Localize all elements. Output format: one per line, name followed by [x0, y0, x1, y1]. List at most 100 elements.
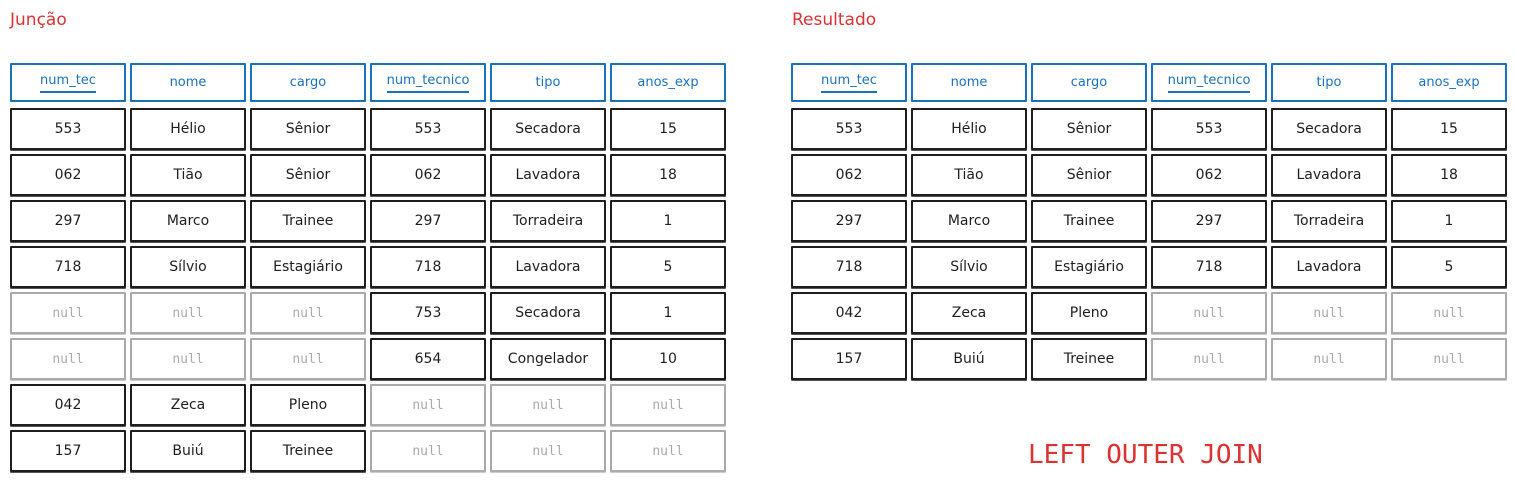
- table-cell: 297: [10, 200, 126, 242]
- column-header-label: nome: [169, 75, 207, 90]
- table-cell: Buiú: [130, 430, 246, 472]
- table-cell: 718: [1151, 246, 1267, 288]
- table-cell: Sílvio: [130, 246, 246, 288]
- table-cell: 157: [791, 338, 907, 380]
- null-cell: null: [610, 430, 726, 472]
- table-cell: 553: [1151, 108, 1267, 150]
- table-cell: Marco: [911, 200, 1027, 242]
- column-header: num_tec: [791, 63, 907, 102]
- table-cell: Secadora: [490, 108, 606, 150]
- table-cell: Secadora: [1271, 108, 1387, 150]
- table-cell: 5: [610, 246, 726, 288]
- column-header: tipo: [1271, 63, 1387, 102]
- column-header: num_tec: [10, 63, 126, 102]
- column-header-label: num_tecnico: [1167, 73, 1251, 93]
- table-cell: 553: [370, 108, 486, 150]
- column-header: num_tecnico: [1151, 63, 1267, 102]
- null-cell: null: [130, 292, 246, 334]
- table-cell: Sênior: [250, 108, 366, 150]
- column-header-label: anos_exp: [1418, 75, 1480, 90]
- null-cell: null: [1151, 292, 1267, 334]
- column-header-label: tipo: [1316, 75, 1342, 90]
- table-cell: Trainee: [250, 200, 366, 242]
- table-cell: 718: [370, 246, 486, 288]
- column-header: cargo: [1031, 63, 1147, 102]
- column-header: tipo: [490, 63, 606, 102]
- table-cell: 1: [610, 200, 726, 242]
- null-cell: null: [610, 384, 726, 426]
- column-header-label: tipo: [535, 75, 561, 90]
- left-table-title: Junção: [10, 10, 67, 30]
- table-cell: Zeca: [911, 292, 1027, 334]
- null-cell: null: [1271, 338, 1387, 380]
- table-cell: 718: [10, 246, 126, 288]
- table-cell: Estagiário: [1031, 246, 1147, 288]
- column-header-label: cargo: [1070, 75, 1108, 90]
- table-cell: Sênior: [1031, 154, 1147, 196]
- table-cell: Torradeira: [1271, 200, 1387, 242]
- null-cell: null: [490, 430, 606, 472]
- null-cell: null: [1391, 338, 1507, 380]
- table-cell: 062: [10, 154, 126, 196]
- table-cell: 297: [791, 200, 907, 242]
- table-cell: Hélio: [911, 108, 1027, 150]
- column-header: anos_exp: [610, 63, 726, 102]
- table-cell: 718: [791, 246, 907, 288]
- table-cell: Tião: [911, 154, 1027, 196]
- table-cell: 042: [791, 292, 907, 334]
- table-cell: 062: [370, 154, 486, 196]
- table-cell: 553: [10, 108, 126, 150]
- table-cell: 15: [610, 108, 726, 150]
- table-cell: 062: [791, 154, 907, 196]
- column-header: num_tecnico: [370, 63, 486, 102]
- null-cell: null: [1151, 338, 1267, 380]
- table-cell: Hélio: [130, 108, 246, 150]
- column-header-label: anos_exp: [637, 75, 699, 90]
- null-cell: null: [1271, 292, 1387, 334]
- column-header: cargo: [250, 63, 366, 102]
- table-cell: Buiú: [911, 338, 1027, 380]
- table-cell: Lavadora: [1271, 154, 1387, 196]
- null-cell: null: [1391, 292, 1507, 334]
- table-cell: Treinee: [250, 430, 366, 472]
- table-cell: Torradeira: [490, 200, 606, 242]
- table-cell: 15: [1391, 108, 1507, 150]
- table-cell: Sílvio: [911, 246, 1027, 288]
- table-cell: 18: [1391, 154, 1507, 196]
- column-header: nome: [911, 63, 1027, 102]
- null-cell: null: [250, 338, 366, 380]
- column-header-label: num_tec: [821, 73, 877, 93]
- join-type-label: LEFT OUTER JOIN: [1028, 440, 1263, 470]
- table-cell: 5: [1391, 246, 1507, 288]
- table-cell: Trainee: [1031, 200, 1147, 242]
- table-cell: Treinee: [1031, 338, 1147, 380]
- table-cell: Sênior: [250, 154, 366, 196]
- table-cell: 18: [610, 154, 726, 196]
- null-cell: null: [370, 430, 486, 472]
- table-cell: Lavadora: [1271, 246, 1387, 288]
- table-cell: 1: [1391, 200, 1507, 242]
- table-cell: Pleno: [1031, 292, 1147, 334]
- table-cell: 297: [370, 200, 486, 242]
- table-cell: Estagiário: [250, 246, 366, 288]
- table-cell: Congelador: [490, 338, 606, 380]
- table-cell: 297: [1151, 200, 1267, 242]
- table-cell: Tião: [130, 154, 246, 196]
- table-cell: Sênior: [1031, 108, 1147, 150]
- null-cell: null: [10, 292, 126, 334]
- null-cell: null: [370, 384, 486, 426]
- table-cell: Lavadora: [490, 246, 606, 288]
- table-cell: Secadora: [490, 292, 606, 334]
- table-cell: 042: [10, 384, 126, 426]
- column-header-label: cargo: [289, 75, 327, 90]
- table-cell: 157: [10, 430, 126, 472]
- column-header-label: num_tecnico: [386, 73, 470, 93]
- table-cell: Zeca: [130, 384, 246, 426]
- table-cell: 753: [370, 292, 486, 334]
- column-header: nome: [130, 63, 246, 102]
- table-cell: 553: [791, 108, 907, 150]
- column-header: anos_exp: [1391, 63, 1507, 102]
- null-cell: null: [490, 384, 606, 426]
- column-header-label: num_tec: [40, 73, 96, 93]
- null-cell: null: [130, 338, 246, 380]
